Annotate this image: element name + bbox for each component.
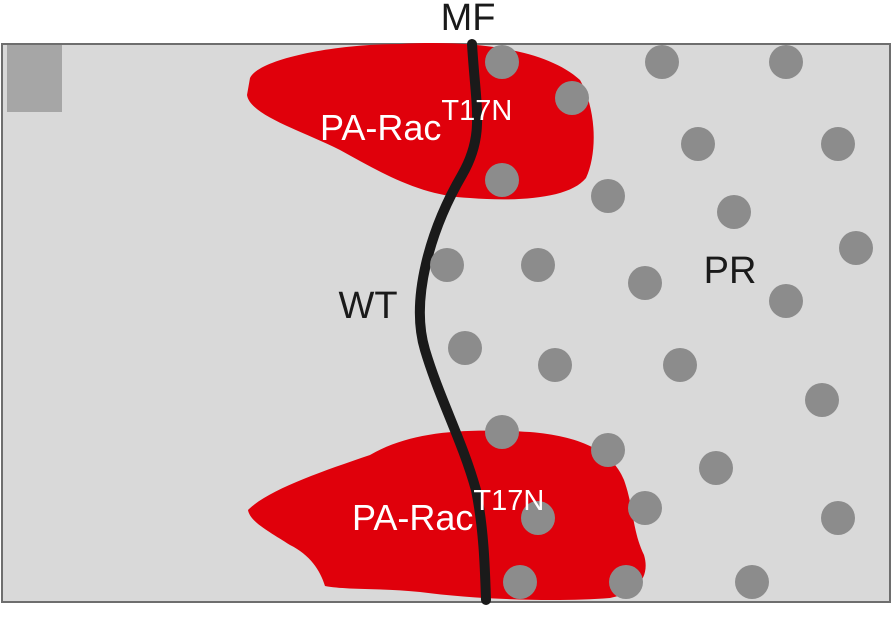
patch-top-label-base: PA-Rac (320, 107, 441, 148)
cell-dot (645, 45, 679, 79)
cell-dot (769, 45, 803, 79)
cell-dot (821, 127, 855, 161)
cell-dot (821, 501, 855, 535)
cell-dot (538, 348, 572, 382)
label-wt: WT (338, 285, 397, 327)
cell-dot (681, 127, 715, 161)
cell-dot (485, 163, 519, 197)
cell-dot (628, 491, 662, 525)
cell-dot (735, 565, 769, 599)
cell-dot (503, 565, 537, 599)
cell-dot (591, 433, 625, 467)
furrow-line (414, 39, 491, 605)
cell-dot (485, 415, 519, 449)
cell-dot (699, 451, 733, 485)
cell-dot (717, 195, 751, 229)
cell-dot (628, 266, 662, 300)
cell-dot (609, 565, 643, 599)
label-pr: PR (704, 250, 757, 292)
corner-square (7, 45, 62, 112)
patch-bottom-label-superscript: T17N (473, 485, 544, 517)
patch-top (247, 43, 594, 200)
cell-dot (485, 45, 519, 79)
cell-dot (448, 331, 482, 365)
cell-dot (591, 179, 625, 213)
cell-dot (555, 81, 589, 115)
cell-dot (430, 248, 464, 282)
cell-dot (839, 231, 873, 265)
cell-dot (769, 284, 803, 318)
cell-dot (521, 501, 555, 535)
patch-bottom-label: PA-RacT17N (352, 485, 544, 538)
cell-dot (521, 248, 555, 282)
patch-top-label: PA-RacT17N (320, 95, 512, 148)
cell-dot (663, 348, 697, 382)
cell-dot (805, 383, 839, 417)
cell-dots (430, 45, 873, 599)
patch-top-label-superscript: T17N (441, 95, 512, 127)
patch-bottom-label-base: PA-Rac (352, 497, 473, 538)
label-mf: MF (441, 0, 496, 39)
patch-bottom (248, 430, 646, 600)
